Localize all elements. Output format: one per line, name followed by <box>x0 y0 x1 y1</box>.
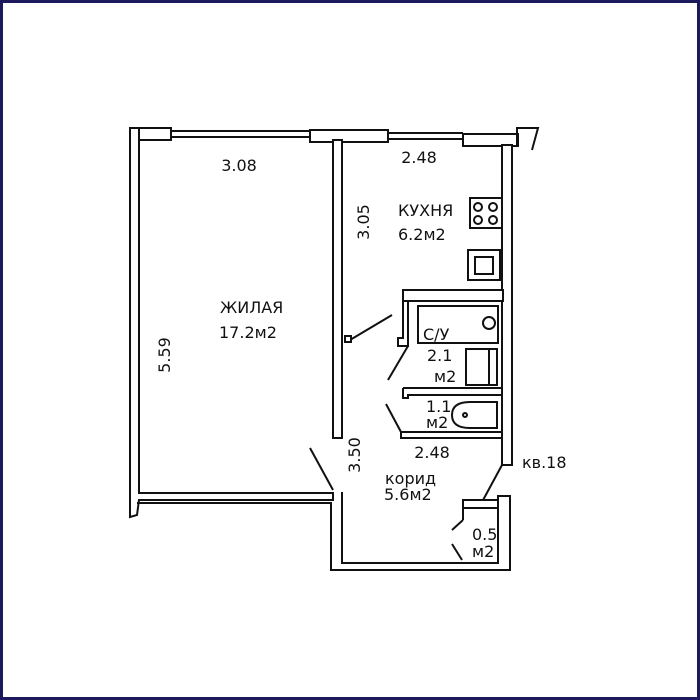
sink-icon <box>467 249 501 281</box>
apartment-label: кв.18 <box>522 453 567 472</box>
bathtub-icon <box>450 401 498 429</box>
living-width-label: 3.08 <box>221 156 257 175</box>
top-wall <box>132 127 540 151</box>
kitchen-name: КУХНЯ <box>398 201 453 220</box>
kitchen-length-label: 3.05 <box>354 204 373 240</box>
stove-icon <box>469 197 503 229</box>
kitchen-area: 6.2м2 <box>398 225 446 244</box>
lower-wall <box>137 492 511 571</box>
corridor-length-label: 3.50 <box>345 437 364 473</box>
closet-area-unit: м2 <box>472 542 494 561</box>
left-wall <box>129 127 334 519</box>
closet-area-num: 0.5 <box>472 525 497 544</box>
door-living <box>309 447 334 491</box>
living-area: 17.2м2 <box>219 323 277 342</box>
kitchen-width-label: 2.48 <box>401 148 437 167</box>
closet <box>451 499 499 561</box>
corridor-name: корид <box>385 469 436 488</box>
bath-area-unit: м2 <box>426 413 448 432</box>
bath-area-num: 1.1 <box>426 397 451 416</box>
living-length-label: 5.59 <box>155 337 174 373</box>
bathroom-area-num: 2.1 <box>427 346 452 365</box>
toilet-icon <box>417 305 499 344</box>
living-name: ЖИЛАЯ <box>220 298 283 317</box>
bathroom-name: С/У <box>423 325 450 344</box>
kitchen-right-wall <box>501 144 513 466</box>
bathroom-block <box>344 289 504 439</box>
corridor-width-label: 2.48 <box>414 443 450 462</box>
entrance-door <box>481 464 503 503</box>
corridor-area: 5.6м2 <box>384 485 432 504</box>
partition-living-kitchen <box>332 139 343 439</box>
bathroom-area-unit: м2 <box>434 367 456 386</box>
washbasin-icon <box>465 348 498 386</box>
